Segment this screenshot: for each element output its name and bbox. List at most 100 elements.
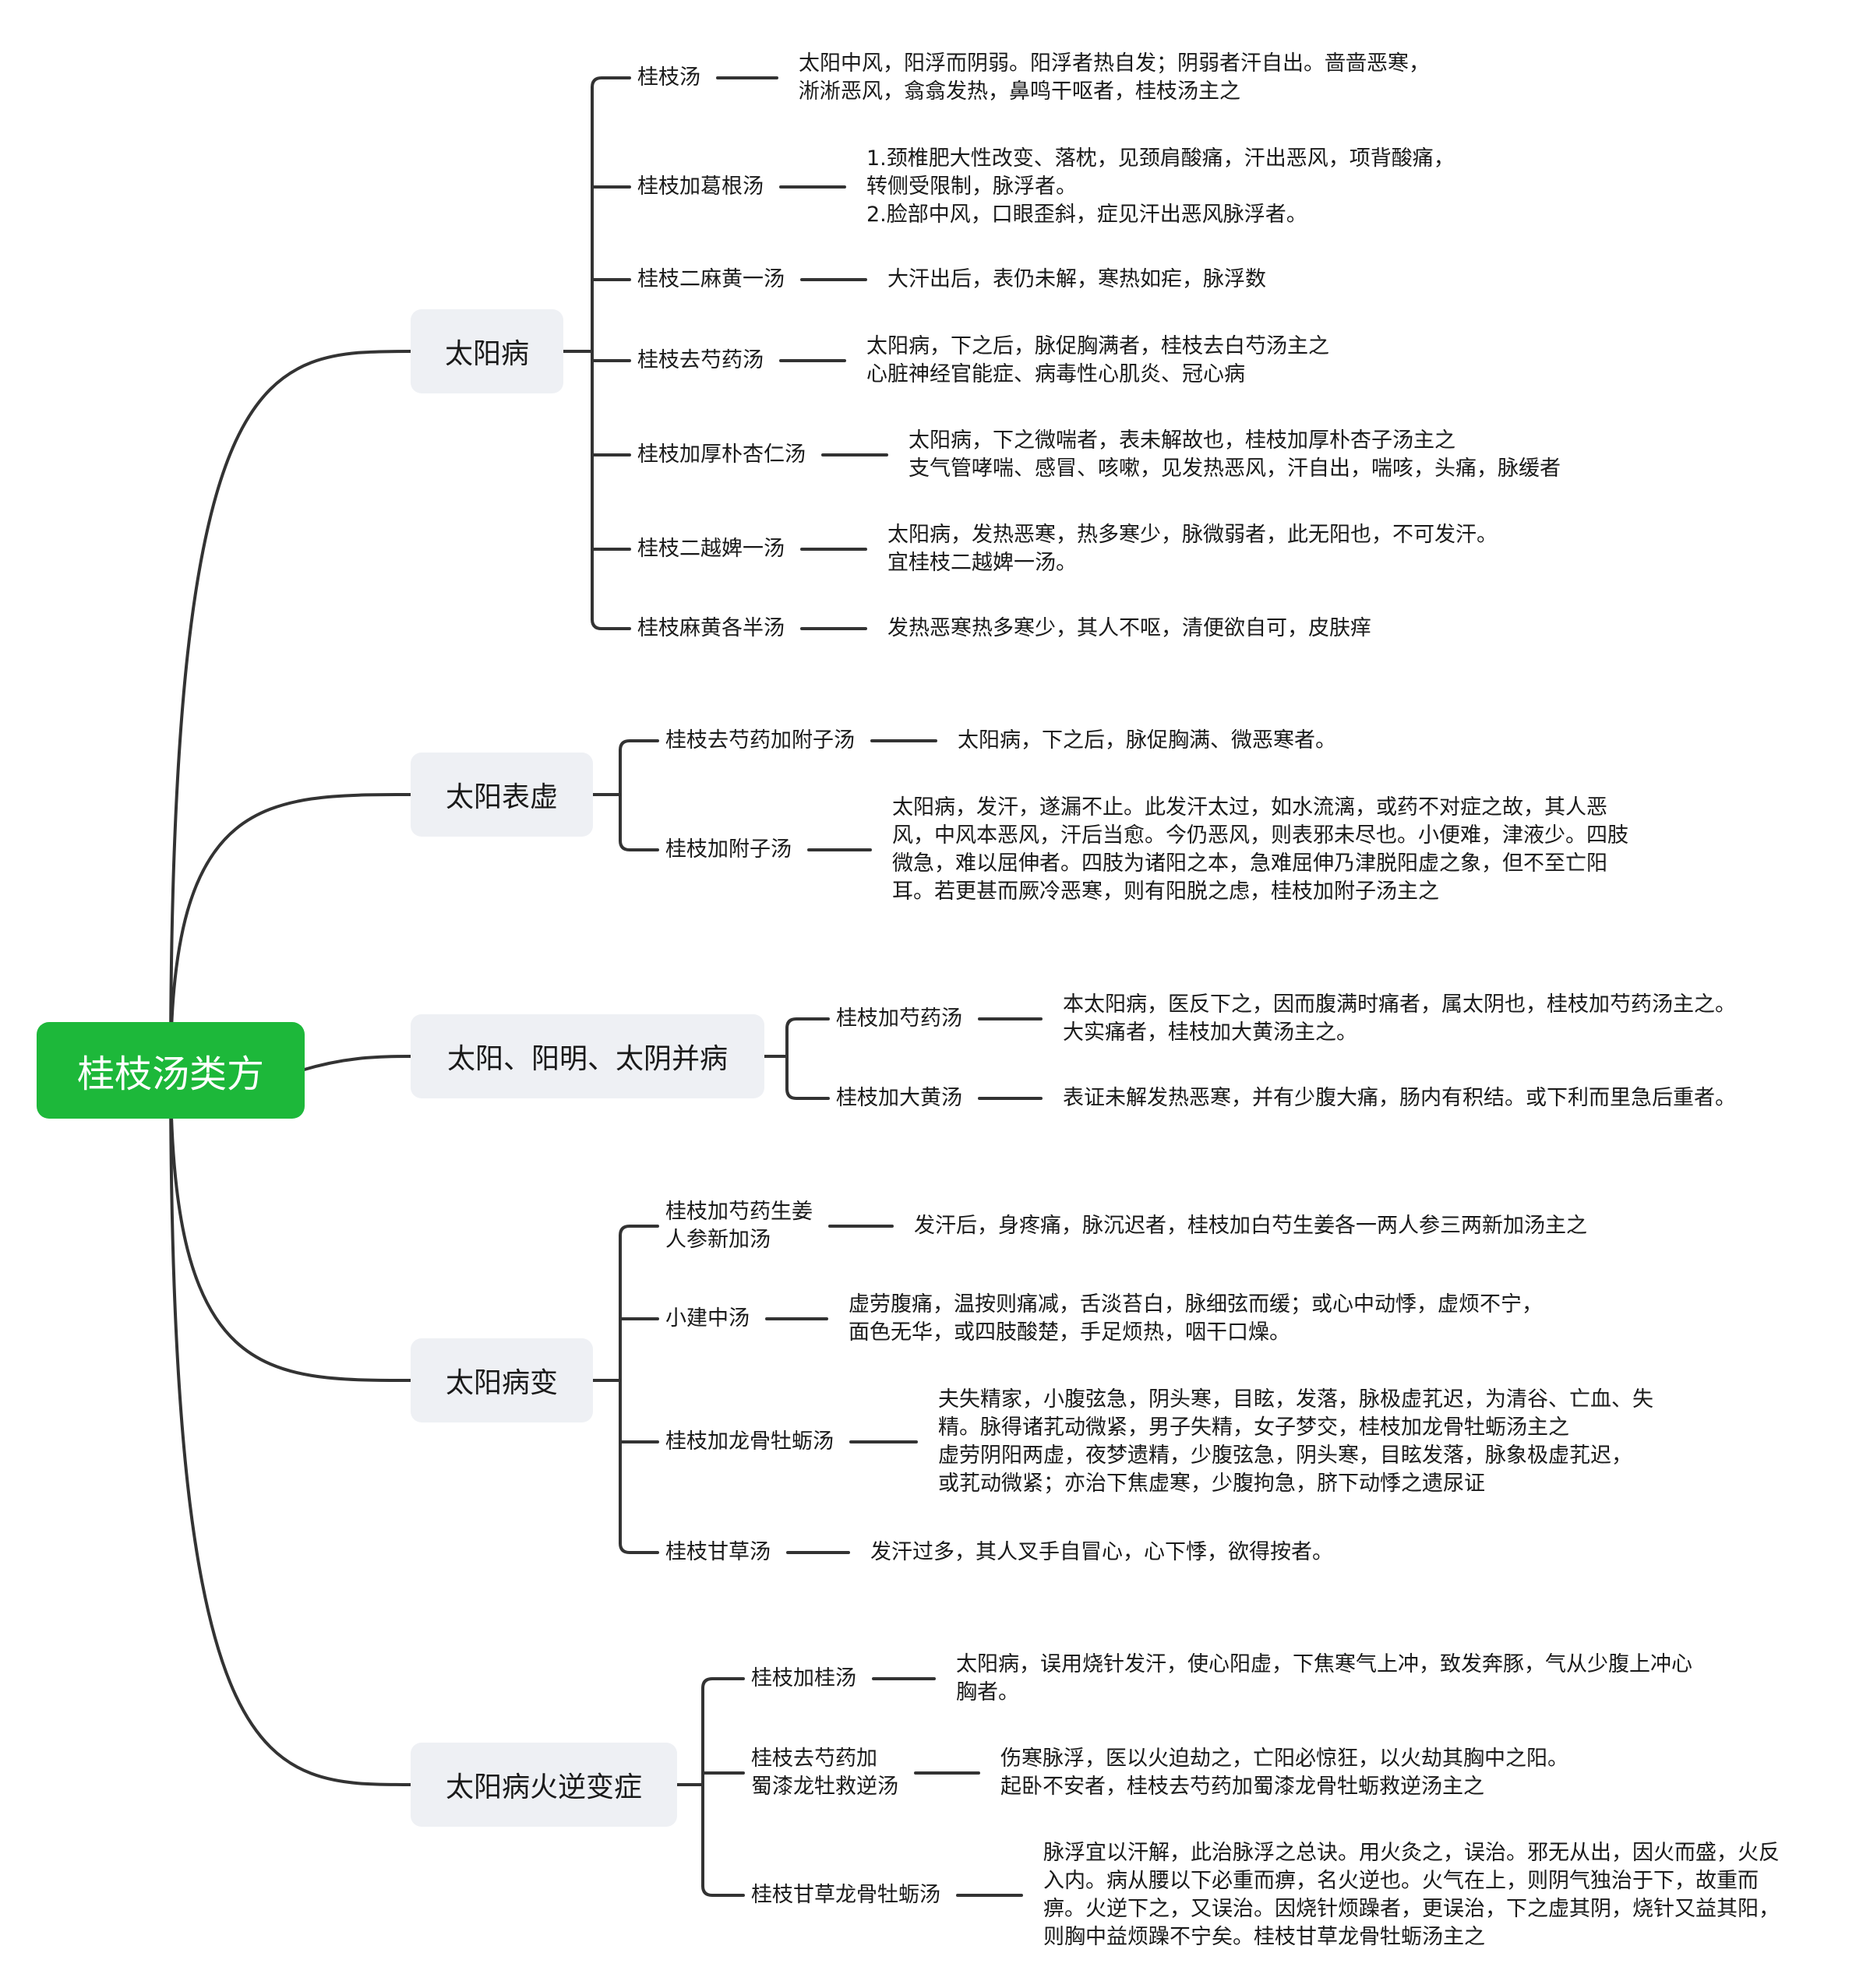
formula-node[interactable]: 桂枝加附子汤 — [665, 836, 792, 864]
formula-description: 脉浮宜以汗解，此治脉浮之总诀。用火灸之，误治。邪无从出，因火而盛，火反入内。病从… — [1043, 1839, 1780, 1951]
formula-node[interactable]: 小建中汤 — [665, 1305, 750, 1333]
formula-name: 桂枝加桂汤 — [751, 1666, 856, 1690]
formula-description: 1.颈椎肥大性改变、落枕，见颈肩酸痛，汗出恶风，项背酸痛， 转侧受限制，脉浮者。 2… — [866, 145, 1455, 229]
formula-description: 太阳病，发汗，遂漏不止。此发汗太过，如水流漓，或药不对症之故，其人恶风，中风本恶… — [892, 794, 1628, 906]
formula-node[interactable]: 桂枝甘草汤 — [665, 1539, 771, 1567]
description-line: 心脏神经官能症、病毒性心肌炎、冠心病 — [866, 362, 1245, 386]
formula-name: 桂枝甘草龙骨牡蛎汤 — [751, 1883, 940, 1907]
description-line: 太阳病，发汗，遂漏不止。此发汗太过，如水流漓，或药不对症之故，其人恶 — [892, 795, 1607, 820]
root-connector — [169, 1069, 412, 1382]
item-branch — [619, 1225, 659, 1237]
formula-node[interactable]: 桂枝甘草龙骨牡蛎汤 — [751, 1881, 940, 1909]
item-branch — [701, 1677, 745, 1690]
description-line: 发汗后，身疼痛，脉沉迟者，桂枝加白芍生姜各一两人参三两新加汤主之 — [914, 1214, 1587, 1238]
root-connector — [169, 1069, 412, 1786]
category-node[interactable]: 太阳病变 — [411, 1338, 593, 1422]
formula-node[interactable]: 桂枝汤 — [637, 64, 700, 92]
formula-description: 本太阳病，医反下之，因而腹满时痛者，属太阴也，桂枝加芍药汤主之。大实痛者，桂枝加… — [1063, 991, 1736, 1047]
category-node[interactable]: 太阳病火逆变症 — [411, 1743, 677, 1827]
description-line: 胸者。 — [956, 1680, 1019, 1704]
item-branch — [591, 618, 631, 630]
formula-node[interactable]: 桂枝二越婢一汤 — [637, 535, 785, 563]
description-line: 太阳病，下之后，脉促胸满者，桂枝去白芍汤主之 — [866, 334, 1329, 358]
formula-name: 桂枝麻黄各半汤 — [637, 616, 785, 640]
formula-description: 太阳中风，阳浮而阴弱。阳浮者热自发；阴弱者汗自出。啬啬恶寒，淅淅恶风，翕翕发热，… — [799, 50, 1430, 106]
description-line: 发热恶寒热多寒少，其人不呕，清便欲自可，皮肤痒 — [887, 616, 1371, 640]
formula-node[interactable]: 桂枝加龙骨牡蛎汤 — [665, 1428, 834, 1456]
formula-name: 桂枝加葛根汤 — [637, 174, 764, 199]
description-line: 面色无华，或四肢酸楚，手足烦热，咽干口燥。 — [849, 1320, 1290, 1345]
description-line: 太阳病，下之后，脉促胸满、微恶寒者。 — [958, 728, 1336, 753]
description-line: 宜桂枝二越婢一汤。 — [887, 551, 1077, 575]
formula-name: 桂枝加厚朴杏仁汤 — [637, 442, 806, 467]
formula-description: 发汗过多，其人叉手自冒心，心下悸，欲得按者。 — [870, 1539, 1333, 1567]
formula-description: 伤寒脉浮，医以火迫劫之，亡阳必惊狂，以火劫其胸中之阳。起卧不安者，桂枝去芍药加蜀… — [1000, 1745, 1568, 1801]
description-line: 微急，难以屈伸者。四肢为诸阳之本，急难屈伸乃津脱阳虚之象，但不至亡阳 — [892, 851, 1607, 876]
description-line: 淅淅恶风，翕翕发热，鼻鸣干呕者，桂枝汤主之 — [799, 79, 1240, 104]
formula-node[interactable]: 桂枝加桂汤 — [751, 1665, 856, 1693]
category-node[interactable]: 太阳病 — [411, 309, 563, 393]
formula-description: 虚劳腹痛，温按则痛减，舌淡苔白，脉细弦而缓；或心中动悸，虚烦不宁， 面色无华，或四… — [849, 1291, 1543, 1347]
root-node[interactable]: 桂枝汤类方 — [37, 1022, 305, 1119]
description-line: 夫失精家，小腹弦急，阴头寒，目眩，发落，脉极虚芤迟，为清谷、亡血、失 — [938, 1387, 1653, 1412]
category-node[interactable]: 太阳、阳明、太阴并病 — [411, 1014, 764, 1098]
formula-name: 桂枝加龙骨牡蛎汤 — [665, 1429, 834, 1454]
formula-node[interactable]: 桂枝加芍药生姜人参新加汤 — [665, 1198, 813, 1254]
description-line: 发汗过多，其人叉手自冒心，心下悸，欲得按者。 — [870, 1540, 1333, 1564]
formula-description: 太阳病，下之后，脉促胸满者，桂枝去白芍汤主之心脏神经官能症、病毒性心肌炎、冠心病 — [866, 333, 1329, 389]
formula-node[interactable]: 桂枝二麻黄一汤 — [637, 266, 785, 294]
description-line: 脉浮宜以汗解，此治脉浮之总诀。用火灸之，误治。邪无从出，因火而盛，火反 — [1043, 1841, 1780, 1865]
formula-name: 桂枝加附子汤 — [665, 837, 792, 862]
description-line: 风，中风本恶风，汗后当愈。今仍恶风，则表邪未尽也。小便难，津液少。四肢 — [892, 823, 1628, 848]
formula-name: 桂枝二麻黄一汤 — [637, 267, 785, 291]
formula-node[interactable]: 桂枝加大黄汤 — [836, 1084, 962, 1112]
description-line: 2.脸部中风，口眼歪斜，症见汗出恶风脉浮者。 — [866, 203, 1307, 227]
item-branch — [701, 1884, 745, 1897]
description-line: 或芤动微紧；亦治下焦虚寒，少腹拘急，脐下动悸之遗尿证 — [938, 1472, 1485, 1496]
formula-description: 太阳病，误用烧针发汗，使心阳虚，下焦寒气上冲，致发奔豚，气从少腹上冲心胸者。 — [956, 1651, 1692, 1707]
formula-name: 桂枝二越婢一汤 — [637, 537, 785, 561]
description-line: 精。脉得诸芤动微紧，男子失精，女子梦交，桂枝加龙骨牡蛎汤主之 — [938, 1415, 1569, 1440]
description-line: 虚劳阴阳两虚，夜梦遗精，少腹弦急，阴头寒，目眩发落，脉象极虚芤迟， — [938, 1443, 1632, 1468]
description-line: 大实痛者，桂枝加大黄汤主之。 — [1063, 1020, 1357, 1045]
root-connector — [300, 1055, 412, 1072]
formula-node[interactable]: 桂枝去芍药加附子汤 — [665, 727, 855, 755]
formula-node[interactable]: 桂枝加葛根汤 — [637, 173, 764, 201]
formula-name: 桂枝去芍药加 — [751, 1747, 877, 1771]
formula-description: 表证未解发热恶寒，并有少腹大痛，肠内有积结。或下利而里急后重者。 — [1063, 1084, 1736, 1112]
formula-node[interactable]: 桂枝麻黄各半汤 — [637, 615, 785, 643]
description-line: 1.颈椎肥大性改变、落枕，见颈肩酸痛，汗出恶风，项背酸痛， — [866, 146, 1455, 171]
item-branch — [619, 739, 659, 752]
formula-description: 太阳病，下之后，脉促胸满、微恶寒者。 — [958, 727, 1336, 755]
description-line: 太阳病，误用烧针发汗，使心阳虚，下焦寒气上冲，致发奔豚，气从少腹上冲心 — [956, 1652, 1692, 1676]
formula-name: 桂枝加大黄汤 — [836, 1086, 962, 1110]
description-line: 伤寒脉浮，医以火迫劫之，亡阳必惊狂，以火劫其胸中之阳。 — [1000, 1747, 1568, 1771]
category-node[interactable]: 太阳表虚 — [411, 753, 593, 837]
item-branch — [619, 1542, 659, 1554]
formula-name: 桂枝去芍药加附子汤 — [665, 728, 855, 753]
formula-name: 蜀漆龙牡救逆汤 — [751, 1775, 898, 1799]
formula-node[interactable]: 桂枝加厚朴杏仁汤 — [637, 441, 806, 469]
formula-node[interactable]: 桂枝加芍药汤 — [836, 1005, 962, 1033]
item-branch — [591, 76, 631, 89]
formula-name: 桂枝去芍药汤 — [637, 348, 764, 372]
formula-node[interactable]: 桂枝去芍药加蜀漆龙牡救逆汤 — [751, 1745, 898, 1801]
formula-name: 小建中汤 — [665, 1306, 750, 1331]
description-line: 虚劳腹痛，温按则痛减，舌淡苔白，脉细弦而缓；或心中动悸，虚烦不宁， — [849, 1292, 1543, 1317]
description-line: 起卧不安者，桂枝去芍药加蜀漆龙骨牡蛎救逆汤主之 — [1000, 1775, 1484, 1799]
formula-description: 发汗后，身疼痛，脉沉迟者，桂枝加白芍生姜各一两人参三两新加汤主之 — [914, 1212, 1587, 1240]
formula-description: 太阳病，发热恶寒，热多寒少，脉微弱者，此无阳也，不可发汗。宜桂枝二越婢一汤。 — [887, 521, 1498, 577]
formula-node[interactable]: 桂枝去芍药汤 — [637, 347, 764, 375]
description-line: 表证未解发热恶寒，并有少腹大痛，肠内有积结。或下利而里急后重者。 — [1063, 1086, 1736, 1110]
root-connector — [169, 793, 412, 1072]
description-line: 转侧受限制，脉浮者。 — [866, 174, 1077, 199]
root-connector — [169, 350, 412, 1072]
description-line: 本太阳病，医反下之，因而腹满时痛者，属太阴也，桂枝加芍药汤主之。 — [1063, 992, 1736, 1017]
formula-description: 发热恶寒热多寒少，其人不呕，清便欲自可，皮肤痒 — [887, 615, 1371, 643]
formula-name: 桂枝加芍药汤 — [836, 1006, 962, 1031]
description-line: 太阳病，下之微喘者，表未解故也，桂枝加厚朴杏子汤主之 — [909, 428, 1455, 453]
formula-description: 夫失精家，小腹弦急，阴头寒，目眩，发落，脉极虚芤迟，为清谷、亡血、失精。脉得诸芤… — [938, 1386, 1653, 1498]
description-line: 则胸中益烦躁不宁矣。桂枝甘草龙骨牡蛎汤主之 — [1043, 1925, 1485, 1949]
description-line: 支气管哮喘、感冒、咳嗽，见发热恶风，汗自出，喘咳，头痛，脉缓者 — [909, 456, 1561, 481]
description-line: 入内。病从腰以下必重而痹，名火逆也。火气在上，则阴气独治于下，故重而 — [1043, 1869, 1759, 1893]
